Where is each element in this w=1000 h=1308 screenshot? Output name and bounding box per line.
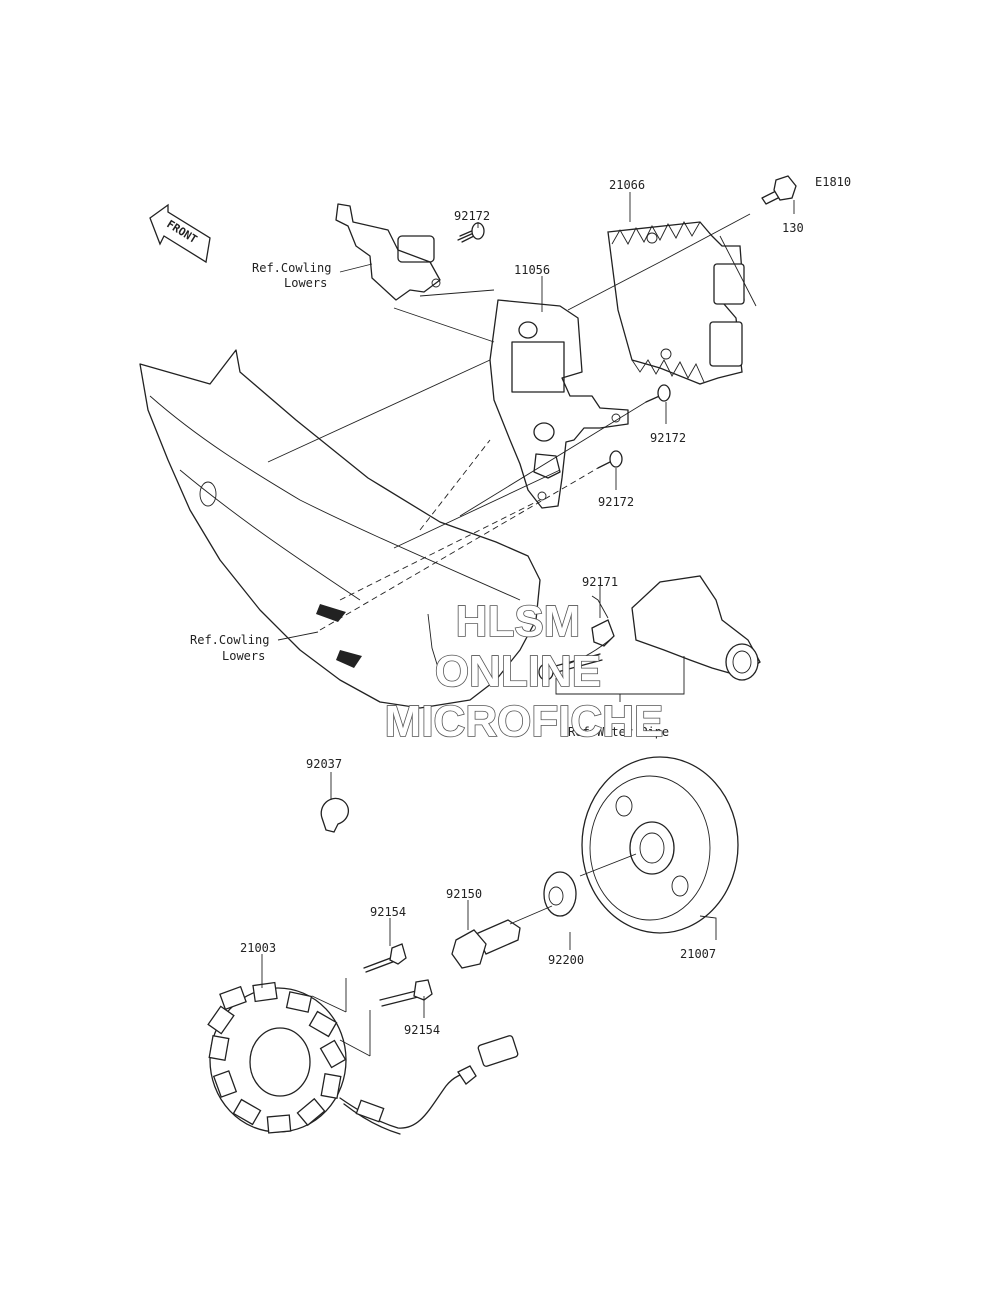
screw-92172-b <box>645 384 671 403</box>
washer-92200 <box>543 871 577 917</box>
bolt-92150 <box>451 919 521 969</box>
ref-water-pipe: Ref.Water Pipe <box>568 725 669 739</box>
ref-cowling-upper-line1: Ref.Cowling <box>252 261 331 275</box>
ref-cowling-lower-line1: Ref.Cowling <box>190 633 269 647</box>
bolt-130 <box>761 175 797 205</box>
ref-cowling-upper-line2: Lowers <box>284 276 327 290</box>
part-label-92154-b[interactable]: 92154 <box>404 1023 440 1037</box>
watermark-line1: HLSM <box>456 597 581 646</box>
label-leaders <box>261 192 795 1018</box>
screw-92172-a <box>457 222 485 243</box>
part-label-21007[interactable]: 21007 <box>680 947 716 961</box>
diagram-code-label: E1810 <box>815 175 851 189</box>
part-label-92200[interactable]: 92200 <box>548 953 584 967</box>
part-label-92172-b[interactable]: 92172 <box>650 431 686 445</box>
bolt-water-pipe <box>538 653 603 681</box>
water-pipe-ref <box>631 575 761 681</box>
part-label-92037[interactable]: 92037 <box>306 757 342 771</box>
band-92037 <box>320 797 349 833</box>
part-label-130[interactable]: 130 <box>782 221 804 235</box>
bolt-92154-b <box>379 979 433 1007</box>
front-arrow-icon: FRONT <box>149 203 211 264</box>
assembly-lines <box>267 213 757 1057</box>
watermark-line2: ONLINE <box>435 647 601 696</box>
cowling-lower <box>139 349 541 709</box>
part-label-92150[interactable]: 92150 <box>446 887 482 901</box>
cowling-bracket-upper <box>335 203 441 301</box>
bolt-92154-a <box>363 943 407 973</box>
stator-wire-harness <box>339 1035 519 1135</box>
part-label-92172-c[interactable]: 92172 <box>598 495 634 509</box>
part-label-92171[interactable]: 92171 <box>582 575 618 589</box>
part-label-21003[interactable]: 21003 <box>240 941 276 955</box>
stator-coil <box>207 981 347 1134</box>
screw-92172-c <box>597 450 623 469</box>
flywheel-rotor <box>581 756 739 934</box>
part-label-21066[interactable]: 21066 <box>609 178 645 192</box>
watermark: HLSM ONLINE MICROFICHE <box>384 596 664 747</box>
part-label-11056[interactable]: 11056 <box>514 263 550 277</box>
watermark-line3: MICROFICHE <box>385 697 664 746</box>
ref-cowling-lower-line2: Lowers <box>222 649 265 663</box>
mounting-bracket-plate <box>489 299 629 509</box>
part-label-92154-a[interactable]: 92154 <box>370 905 406 919</box>
regulator-rectifier <box>607 221 745 385</box>
part-label-92172-a[interactable]: 92172 <box>454 209 490 223</box>
clamp-92171 <box>591 619 615 647</box>
